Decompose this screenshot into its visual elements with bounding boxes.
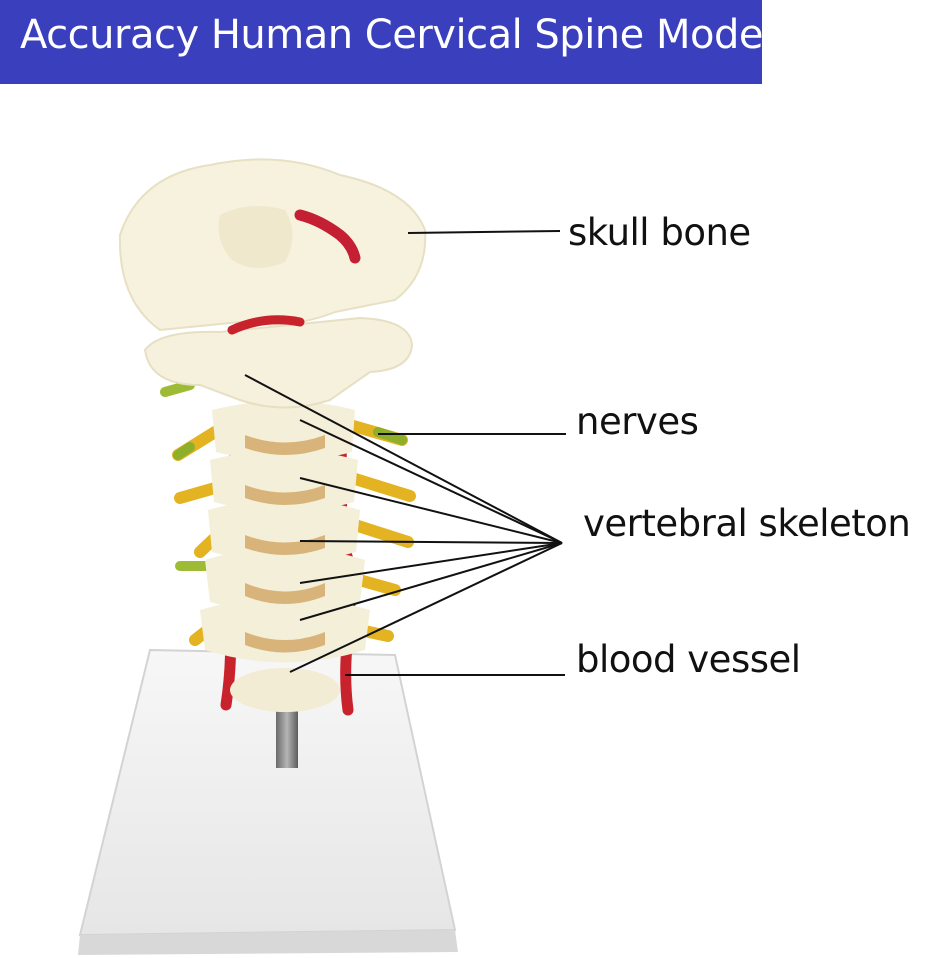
page-title: Accuracy Human Cervical Spine Model (20, 12, 774, 58)
display-base (78, 648, 458, 955)
label-vertebral-skeleton: vertebral skeleton (583, 502, 911, 545)
label-skull-bone: skull bone (568, 211, 751, 254)
title-banner: Accuracy Human Cervical Spine Model (0, 0, 774, 84)
label-blood-vessel: blood vessel (576, 638, 801, 681)
leader-lines (244, 230, 566, 676)
vertebral-skeleton (143, 316, 414, 712)
skull-bone (118, 158, 427, 335)
label-nerves: nerves (576, 400, 699, 443)
